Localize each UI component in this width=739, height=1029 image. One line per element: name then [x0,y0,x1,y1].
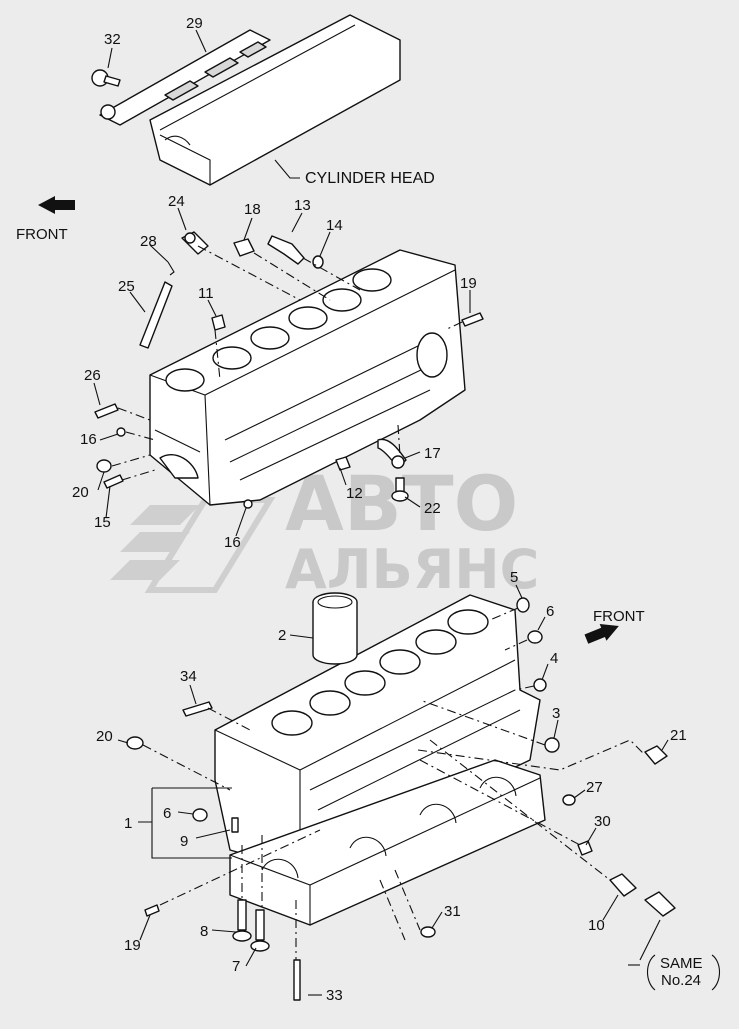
cylinder-liner-2 [312,592,358,665]
leader-lines-lower [117,584,669,996]
bolt-30 [577,840,593,856]
callout-2: 2 [278,627,286,644]
bearing-cap-frame [229,759,546,926]
callout-24: 24 [168,193,185,210]
plug-18 [233,238,255,257]
callout-14: 14 [326,217,343,234]
callout-1: 1 [124,815,132,832]
callout-3: 3 [552,705,560,722]
callout-34: 34 [180,668,197,685]
callout-8: 8 [200,923,208,940]
callout-32: 32 [104,31,121,48]
nozzle-17 [377,438,407,469]
plug-5 [516,597,530,613]
plug-6-right [527,630,543,644]
fitting-10 [609,873,637,897]
pipe-25 [139,281,173,349]
front-label-bottom: FRONT [593,608,645,625]
plug-27 [562,794,576,806]
pin-15 [103,474,124,489]
plug-4 [533,678,547,692]
rail-29 [99,29,271,126]
callout-6-right: 6 [546,603,554,620]
fitting-21 [644,745,668,765]
callout-9: 9 [180,833,188,850]
sensor-13 [267,235,305,265]
bolt-32 [91,69,121,120]
bolt-22 [391,477,409,502]
sensor-same-no24 [639,891,676,961]
bolt-7 [250,909,270,952]
plug-6-left [192,808,208,822]
pin-19-upper [461,312,484,327]
bolt-8 [232,899,252,942]
stud-26 [94,403,119,419]
callout-numbers: 32 29 24 18 13 14 28 25 11 19 26 16 20 1… [72,15,687,1004]
same-label-line1: SAME [660,955,703,972]
plug-31 [420,926,436,938]
callout-7: 7 [232,958,240,975]
callout-27: 27 [586,779,603,796]
callout-25: 25 [118,278,135,295]
callout-20-lower: 20 [96,728,113,745]
callout-28: 28 [140,233,157,250]
plug-16-lower [243,499,253,509]
callout-22: 22 [424,500,441,517]
callout-12: 12 [346,485,363,502]
leader-lines-upper [93,29,471,537]
callout-31: 31 [444,903,461,920]
callout-11: 11 [198,285,214,302]
watermark-line2: АЛЬЯНС [285,538,539,601]
callout-19-upper: 19 [460,275,477,292]
callout-30: 30 [594,813,611,830]
upper-engine-block [149,249,466,506]
cylinder-head-label: CYLINDER HEAD [305,170,435,187]
front-arrow-bottom [584,624,619,644]
callout-16-left: 16 [80,431,97,448]
lower-engine-block [214,594,541,871]
watermark-line1: АВТО [285,459,518,548]
clip-28 [167,261,175,276]
sensor-24 [181,231,209,255]
callout-6-left: 6 [163,805,171,822]
callout-26: 26 [84,367,101,384]
washer-14 [312,255,324,269]
plug-20-upper [96,459,112,473]
callout-18: 18 [244,201,261,218]
callout-13: 13 [294,197,311,214]
bracket-33 [293,959,301,1001]
plug-3 [544,737,560,753]
callout-5: 5 [510,569,518,586]
pin-9 [231,817,239,833]
callout-16-bottom: 16 [224,534,241,551]
callout-19-lower: 19 [124,937,141,954]
plug-20-lower [126,736,144,750]
lower-bores [271,609,489,736]
front-label-top: FRONT [16,226,68,243]
upper-bores [165,268,392,392]
plug-16-upper [116,427,126,437]
front-arrow-top [38,196,75,214]
same-label-line2: No.24 [661,972,701,989]
callout-20-upper: 20 [72,484,89,501]
watermark: АВТО АЛЬЯНС [110,459,539,601]
plug-11 [211,314,226,331]
callout-33: 33 [326,987,343,1004]
callout-17: 17 [424,445,441,462]
callout-21: 21 [670,727,687,744]
callout-4: 4 [550,650,558,667]
cylinder-head [149,14,401,186]
watermark-logo [110,497,276,593]
callout-10: 10 [588,917,605,934]
same-no24-bracket: SAME No.24 [646,954,721,991]
stud-34 [182,701,213,717]
plug-12 [335,456,351,471]
pin-19-lower [144,904,160,917]
callout-29: 29 [186,15,203,32]
callout-15: 15 [94,514,111,531]
